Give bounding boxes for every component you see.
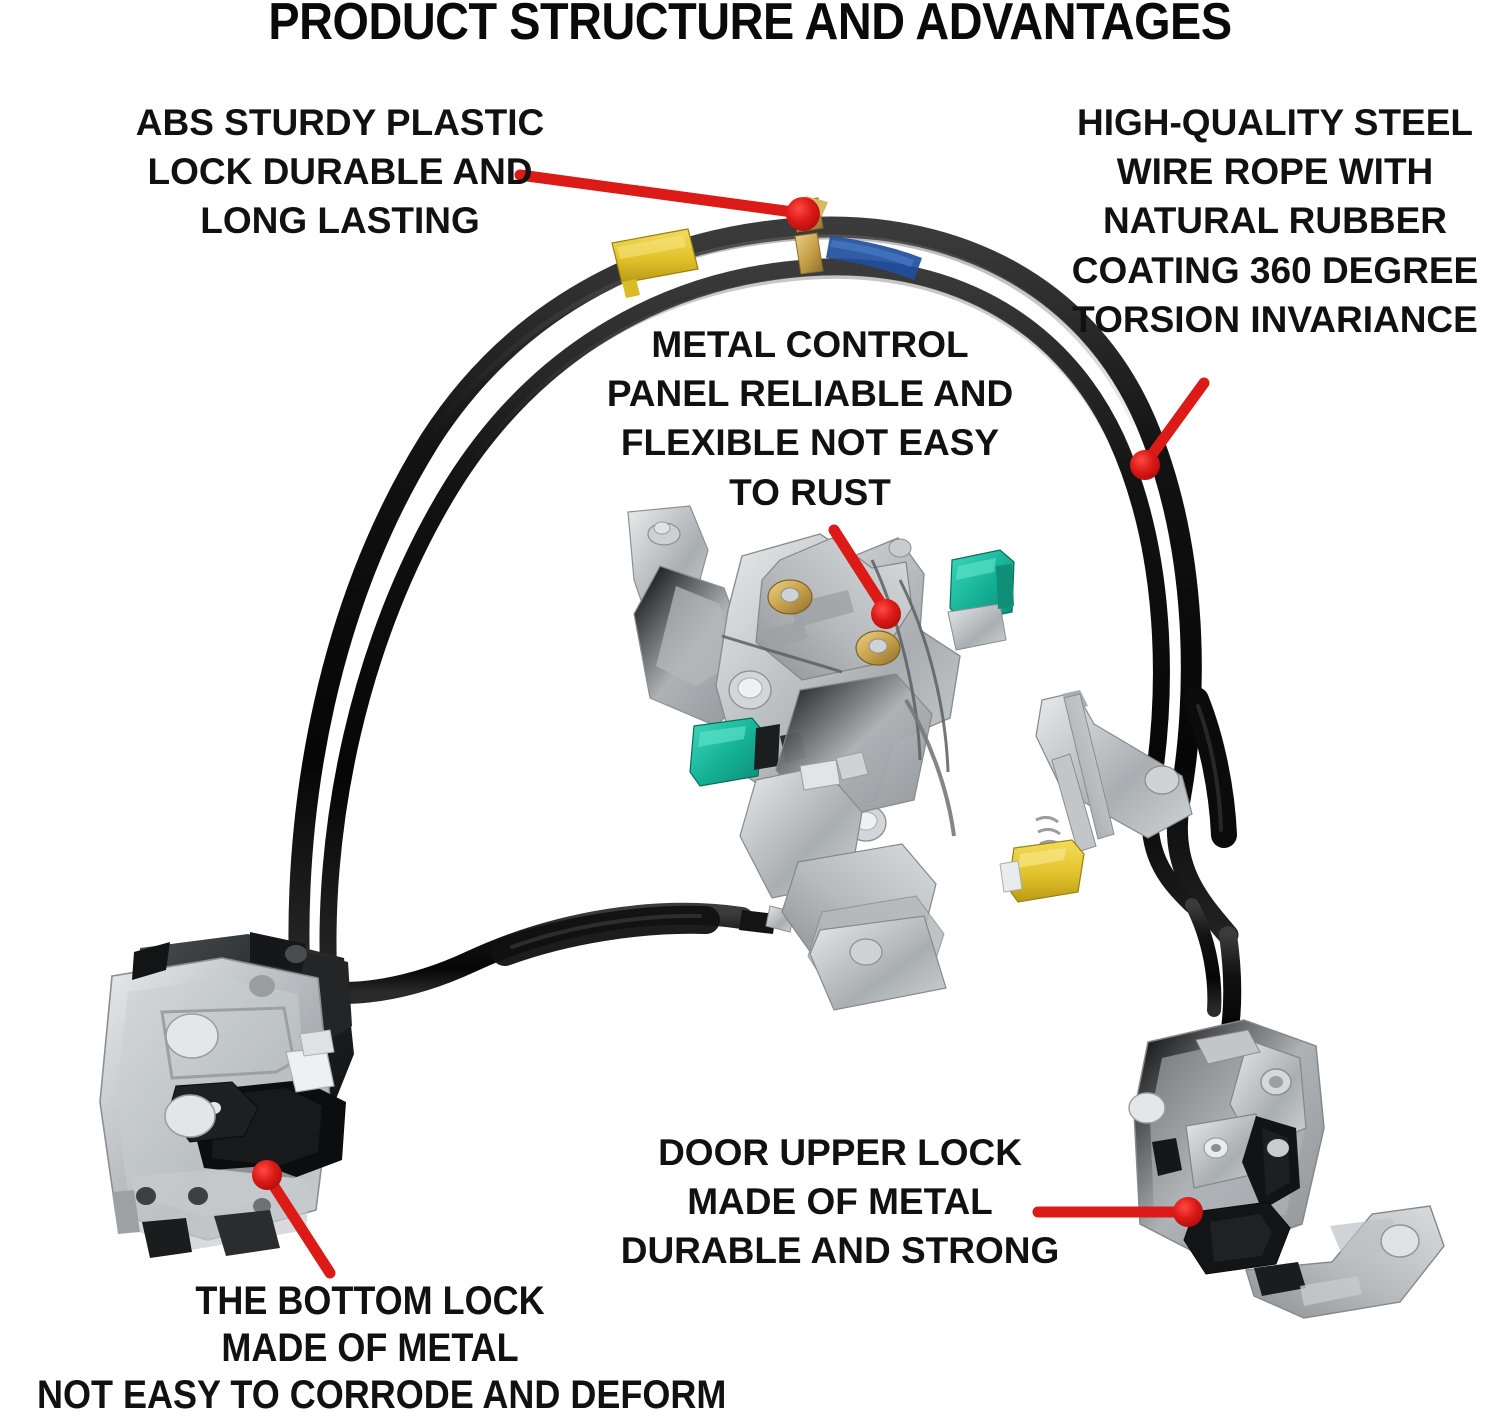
callout-line: NATURAL RUBBER (1103, 200, 1447, 242)
pointer-dot-abs-plastic-lock (786, 197, 820, 231)
callout-line: HIGH-QUALITY STEEL (1076, 102, 1474, 143)
callout-line: THE BOTTOM LOCK (195, 1279, 545, 1323)
teal-connector (947, 549, 1015, 651)
pointer-dot-metal-control-panel (871, 599, 901, 629)
callout-door-upper-lock: DOOR UPPER LOCK MADE OF METAL DURABLE AN… (620, 1128, 1060, 1276)
pointer-steel-wire-rope (1142, 377, 1210, 466)
callout-the-bottom-lock: THE BOTTOM LOCK MADE OF METAL NOT EASY T… (37, 1278, 727, 1420)
callout-line: LONG LASTING (200, 200, 480, 242)
bottom-lock-latch (99, 932, 354, 1258)
yellow-connector (999, 839, 1085, 903)
callout-abs-sturdy-plastic-lock: ABS STURDY PLASTIC LOCK DURABLE AND LONG… (105, 98, 575, 246)
yellow-cable-clip (611, 228, 699, 298)
callout-line: MADE OF METAL (221, 1326, 519, 1371)
callout-line: TO RUST (729, 471, 891, 513)
callout-line: METAL CONTROL (651, 324, 969, 365)
callout-line: ABS STURDY PLASTIC (135, 102, 545, 143)
center-latch-mechanism (627, 505, 1193, 1011)
callout-line: WIRE ROPE WITH (1116, 151, 1434, 193)
callout-line: TORSION INVARIANCE (1072, 298, 1478, 340)
steel-wire-cable-loop (288, 216, 1242, 1138)
callout-line: PANEL RELIABLE AND (606, 373, 1014, 415)
pointer-abs-plastic-lock (514, 169, 806, 219)
brass-rivet (767, 579, 901, 666)
callout-line: LOCK DURABLE AND (147, 151, 533, 193)
pointer-dot-steel-wire-rope (1130, 450, 1160, 480)
callout-line: MADE OF METAL (687, 1181, 993, 1223)
pointer-dot-bottom-lock (252, 1160, 282, 1190)
pointer-bottom-lock (264, 1174, 336, 1279)
callout-line: DOOR UPPER LOCK (658, 1132, 1022, 1173)
callout-line: DURABLE AND STRONG (620, 1230, 1060, 1272)
blue-cable-tape (826, 236, 922, 280)
pointer-metal-control-panel (828, 524, 890, 614)
page-title: PRODUCT STRUCTURE AND ADVANTAGES (268, 0, 1232, 51)
callout-metal-control-panel: METAL CONTROL PANEL RELIABLE AND FLEXIBL… (595, 320, 1025, 517)
callout-line: FLEXIBLE NOT EASY (620, 422, 1000, 464)
callout-line: NOT EASY TO CORRODE AND DEFORM (37, 1373, 727, 1418)
pointer-dot-door-upper-lock (1173, 1197, 1203, 1227)
callout-high-quality-steel-wire-rope: HIGH-QUALITY STEEL WIRE ROPE WITH NATURA… (1050, 98, 1500, 344)
upper-lock-latch (1128, 1019, 1445, 1319)
callout-line: COATING 360 DEGREE (1071, 249, 1479, 291)
